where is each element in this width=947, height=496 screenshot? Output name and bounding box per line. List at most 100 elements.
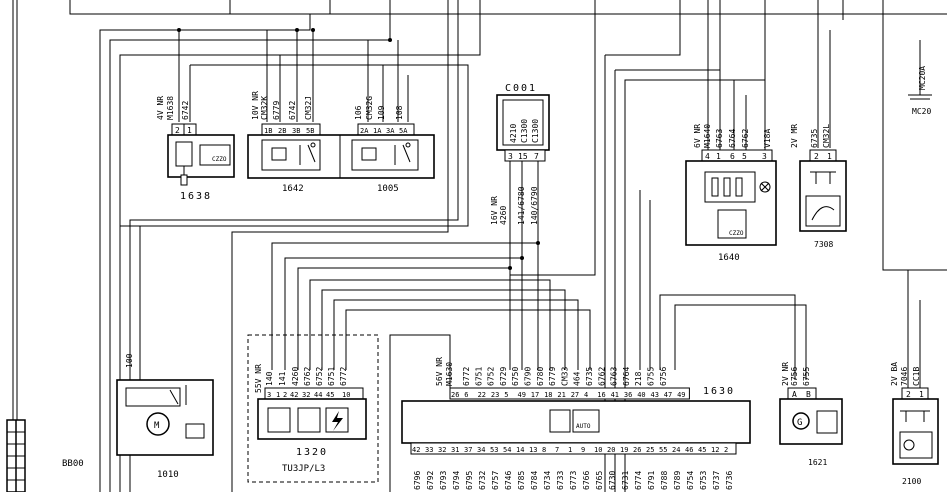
c001-pin-2: 15 bbox=[518, 152, 528, 161]
1320-sub: TU3JP/L3 bbox=[282, 464, 325, 474]
1630-bottom-wire: 6754 bbox=[686, 471, 695, 490]
1630-top-wire: 6752 bbox=[487, 367, 496, 386]
1630-top-wire: 6790 bbox=[524, 367, 533, 386]
1642-title: 10V NR bbox=[251, 91, 260, 120]
1630-top-wire: 6756 bbox=[659, 367, 668, 386]
c001-inner-3: C1300 bbox=[531, 119, 540, 143]
1638-pin-1: 1 bbox=[187, 126, 192, 135]
1621-title: 2V NR bbox=[781, 362, 790, 386]
c001-wire-2: 140/6790 bbox=[530, 186, 539, 225]
1630-bottom-wire: 6765 bbox=[595, 471, 604, 490]
1630-bottom-wire: 6793 bbox=[439, 471, 448, 490]
1010-wire: 100 bbox=[125, 353, 134, 368]
1642-pin-2: 2B bbox=[278, 127, 286, 135]
component-2100: 2V BA 7046 CC1B 2 1 2100 bbox=[890, 270, 939, 486]
2100-wire-2: CC1B bbox=[912, 367, 921, 386]
1320-code: 1320 bbox=[296, 447, 328, 458]
1621-pin-1: A bbox=[792, 390, 797, 399]
c001-inner-1: 4210 bbox=[509, 124, 518, 143]
7308-wire-1: 6735 bbox=[810, 129, 819, 148]
1630-top-pin: 40 bbox=[637, 391, 645, 399]
1320-wire-1: 140 bbox=[265, 371, 274, 386]
1638-title: 4V NR bbox=[156, 96, 165, 120]
1630-top-wire: 6755 bbox=[647, 367, 656, 386]
1320-wire-6: 6751 bbox=[327, 367, 336, 386]
1630-bottom-pin: 8 bbox=[542, 446, 546, 454]
1630-bottom-wire: 6773 bbox=[569, 471, 578, 490]
1630-top-wire: CM33 bbox=[560, 367, 569, 386]
1630-top-pin: 18 bbox=[544, 391, 552, 399]
1630-top-wire: 6764 bbox=[622, 367, 631, 386]
1320-pin-8: 10 bbox=[342, 391, 350, 399]
1320-pin-4: 42 bbox=[290, 391, 298, 399]
1320-wire-7: 6772 bbox=[339, 367, 348, 386]
7308-wire-2: CM32L bbox=[822, 124, 831, 148]
1630-top-pin: 27 bbox=[571, 391, 579, 399]
1642-pin-3: 3B bbox=[292, 127, 300, 135]
ground-label: BB00 bbox=[62, 459, 84, 469]
1638-czzo: CZZO bbox=[212, 156, 227, 163]
1640-wire-1: 6763 bbox=[715, 129, 724, 148]
1630-bottom-wire: 6794 bbox=[452, 471, 461, 490]
1621-wire-2: 6755 bbox=[802, 367, 811, 386]
1640-wire-2: 6764 bbox=[728, 129, 737, 148]
7308-title: 2V MR bbox=[790, 124, 799, 148]
1621-code: 1621 bbox=[808, 458, 827, 467]
1630-top-pin: 43 bbox=[651, 391, 659, 399]
1630-bottom-pin: 53 bbox=[490, 446, 498, 454]
1010-code: 1010 bbox=[157, 470, 179, 480]
component-1010: 100 M 1010 bbox=[116, 226, 214, 480]
1630-bottom-pin: 37 bbox=[464, 446, 472, 454]
1642-wire-1: 6779 bbox=[272, 101, 281, 120]
middle-wiring bbox=[129, 0, 596, 492]
1630-bottom-wire: 6730 bbox=[608, 471, 617, 490]
1630-top-pin: 36 bbox=[624, 391, 632, 399]
component-1640: 6V NR M1640 6763 6764 6762 V18A 4 1 6 5 … bbox=[685, 0, 777, 263]
1320-pin-3: 2 bbox=[283, 391, 287, 399]
1630-bottom-wire: 6734 bbox=[543, 471, 552, 490]
1640-conn: M1640 bbox=[703, 124, 712, 148]
1630-bottom-pin: 12 bbox=[711, 446, 719, 454]
1630-bottom-pin: 26 bbox=[633, 446, 641, 454]
1630-bottom-wire: 6736 bbox=[725, 471, 734, 490]
1630-top-wire: 6750 bbox=[511, 367, 520, 386]
1621-pin-2: B bbox=[806, 390, 811, 399]
1320-wire-2: 141 bbox=[278, 371, 287, 386]
1642-wire-3: CM32J bbox=[304, 96, 313, 120]
1642-pin-1: 1B bbox=[264, 127, 272, 135]
1630-bottom-wire: 6766 bbox=[582, 471, 591, 490]
1630-top-pin: 21 bbox=[557, 391, 565, 399]
mc20-wire: MC20A bbox=[918, 66, 927, 90]
1005-pin-1: 2A bbox=[360, 127, 369, 135]
1320-pin-7: 45 bbox=[326, 391, 334, 399]
left-bus bbox=[6, 0, 26, 493]
1630-bottom-wire: 6731 bbox=[621, 471, 630, 490]
c001-conn: 4260 bbox=[499, 206, 508, 225]
1630-top-pin: 23 bbox=[491, 391, 499, 399]
1630-top-pin: 49 bbox=[677, 391, 685, 399]
mc20: MC20A MC20 bbox=[908, 40, 932, 116]
1630-bottom-wire: 6774 bbox=[634, 471, 643, 490]
1630-bottom-wire: 6795 bbox=[465, 471, 474, 490]
1630-top-wire: 6729 bbox=[499, 367, 508, 386]
1005-wire-4: 108 bbox=[395, 105, 404, 120]
1005-wire-1: 106 bbox=[354, 105, 363, 120]
2100-code: 2100 bbox=[902, 477, 921, 486]
1640-pin-5: 3 bbox=[762, 152, 767, 161]
1005-pin-2: 1A bbox=[373, 127, 382, 135]
1630-top-pin: 4 bbox=[584, 391, 588, 399]
1320-wire-3: 4260 bbox=[291, 367, 300, 386]
1621-wire-1: 6756 bbox=[790, 367, 799, 386]
1630-top-pin: 49 bbox=[518, 391, 526, 399]
1320-pin-1: 3 bbox=[267, 391, 271, 399]
1630-top-pin: 22 bbox=[478, 391, 486, 399]
1630-top-wire: 218 bbox=[634, 371, 643, 386]
1630-top-wire: 6772 bbox=[462, 367, 471, 386]
component-1621: 2V NR 6756 6755 A B G 1621 bbox=[779, 362, 843, 467]
1642-conn: CM32K bbox=[260, 96, 269, 120]
1642-code: 1642 bbox=[282, 184, 304, 194]
